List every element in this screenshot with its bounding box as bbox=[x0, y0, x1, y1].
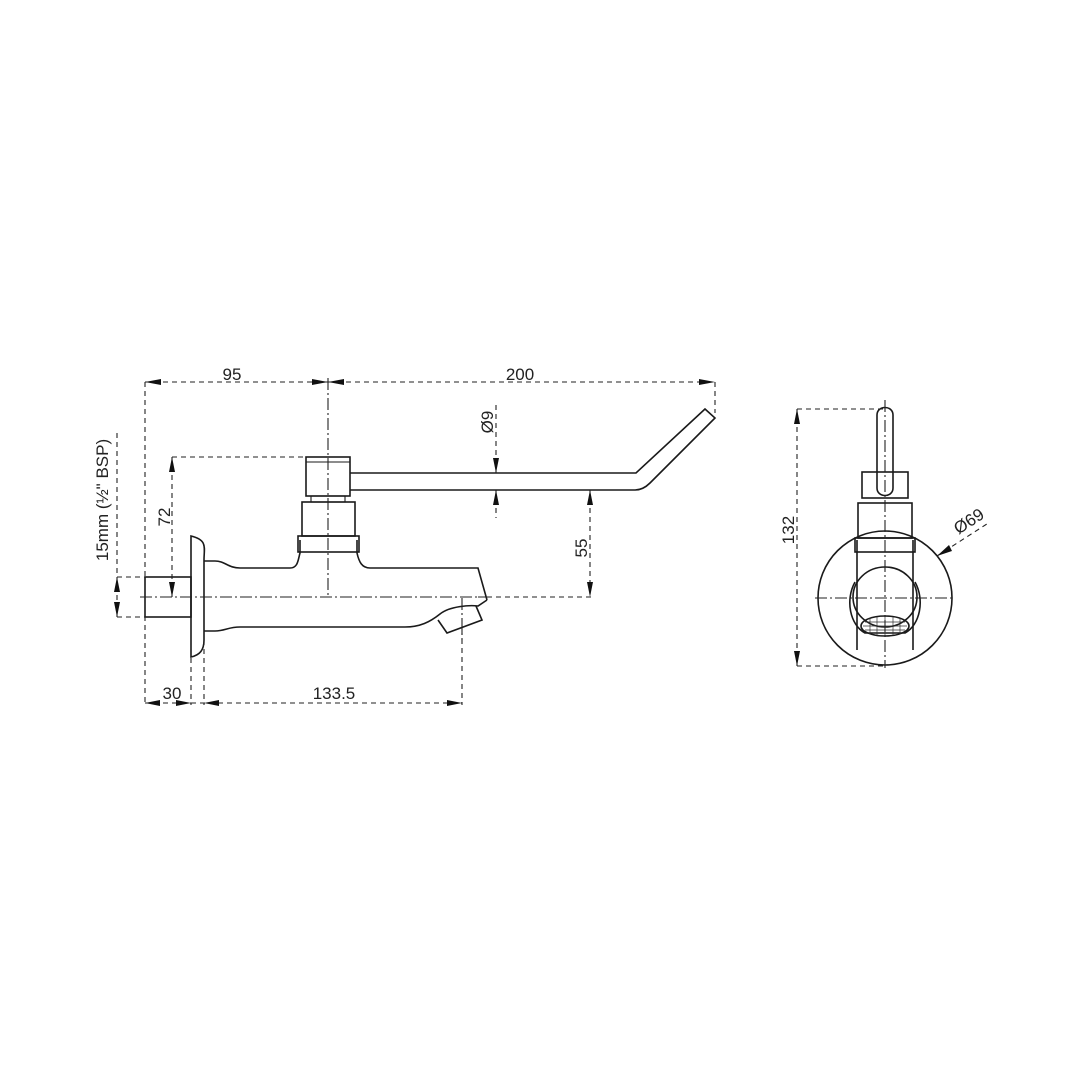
front-view: 132 Ø69 bbox=[779, 400, 991, 668]
dim-d9-label: Ø9 bbox=[478, 411, 497, 434]
handle-hub bbox=[305, 456, 351, 497]
dim-200-label: 200 bbox=[506, 365, 534, 384]
side-view: 95 200 Ø9 55 72 15mm (½" BSP) bbox=[93, 365, 717, 706]
front-body-sides bbox=[856, 540, 914, 650]
body-upper-right bbox=[356, 540, 488, 601]
dim-72-label: 72 bbox=[155, 508, 174, 527]
dim-30-label: 30 bbox=[163, 684, 182, 703]
body-lower bbox=[204, 599, 488, 632]
front-handle bbox=[876, 406, 894, 497]
dim-95-label: 95 bbox=[223, 365, 242, 384]
dim-55-label: 55 bbox=[572, 539, 591, 558]
dim-133-5-label: 133.5 bbox=[313, 684, 356, 703]
dim-132-label: 132 bbox=[779, 516, 798, 544]
lever-handle bbox=[350, 407, 717, 491]
dim-d69-label: Ø69 bbox=[950, 505, 987, 538]
body-upper-left bbox=[204, 540, 301, 569]
dim-bsp-label: 15mm (½" BSP) bbox=[93, 439, 112, 561]
aerator-outlet bbox=[437, 605, 484, 634]
